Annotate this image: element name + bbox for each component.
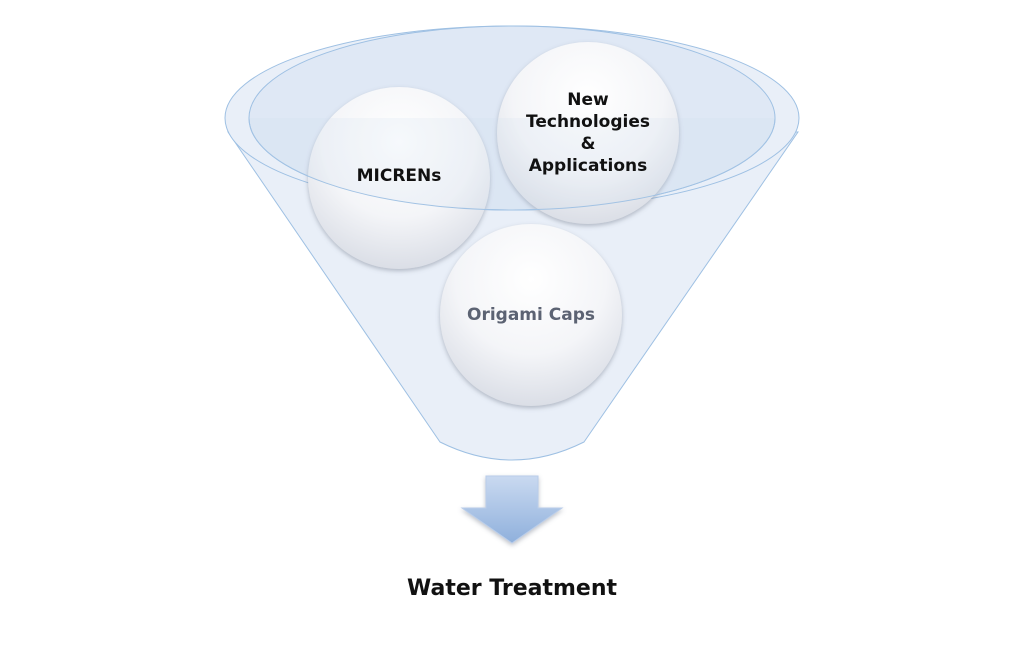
micrens-circle — [308, 87, 490, 269]
funnel-rim-front-tint — [249, 118, 775, 210]
funnel-rim-front — [248, 117, 776, 211]
water-treatment-label: Water Treatment — [406, 576, 618, 601]
origami-caps-label: Origami Caps — [467, 305, 595, 325]
new-technologies-line-4: Applications — [528, 156, 648, 176]
new-technologies-line-3: & — [580, 134, 596, 154]
down-arrow — [460, 475, 564, 544]
new-technologies-line-2: Technologies — [526, 112, 650, 132]
origami-caps-circle — [440, 224, 622, 406]
new-technologies-circle — [497, 42, 679, 224]
new-technologies-label: New Technologies & Applications — [498, 89, 678, 177]
micrens-label: MICRENs — [356, 166, 442, 186]
new-technologies-line-1: New — [567, 90, 609, 110]
